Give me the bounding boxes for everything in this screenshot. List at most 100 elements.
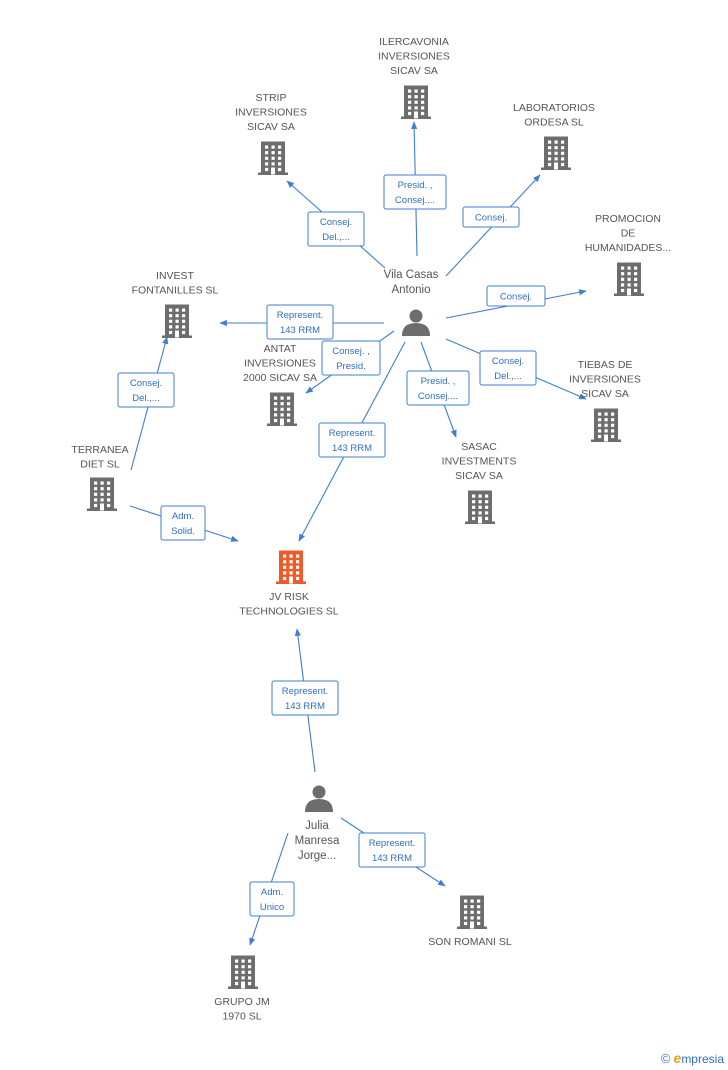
- node-label: FONTANILLES SL: [132, 285, 219, 297]
- node-label: Julia: [305, 820, 329, 832]
- node-label: SICAV SA: [581, 388, 629, 400]
- edge-label-box: [307, 211, 365, 247]
- node-label: INVEST: [156, 270, 195, 282]
- edge-label-text: Consej.: [475, 213, 507, 224]
- edge-label-text: 143 RRM: [372, 853, 412, 864]
- node-julia[interactable]: JuliaManresaJorge...: [295, 785, 340, 863]
- edge-label-text: Solid.: [171, 526, 195, 537]
- node-tiebas[interactable]: TIEBAS DE INVERSIONES SICAV SA: [569, 359, 641, 442]
- edge-label-text: Consej.: [130, 378, 162, 389]
- building-icon: [465, 490, 495, 524]
- building-icon: [401, 85, 431, 119]
- edge-label-text: 143 RRM: [285, 701, 325, 712]
- edge-terranea-to-jvrisk: Adm. Solid.: [129, 505, 239, 542]
- node-label: INVESTMENTS: [442, 456, 517, 468]
- node-jvrisk[interactable]: JV RISK TECHNOLOGIES SL: [239, 550, 339, 618]
- edge-label-box: [406, 370, 470, 406]
- node-label: SASAC: [461, 441, 497, 453]
- node-label: TECHNOLOGIES SL: [239, 606, 338, 618]
- node-label: Jorge...: [298, 850, 336, 862]
- node-label: 2000 SICAV SA: [243, 372, 317, 384]
- edge-label-text: Consej....: [418, 391, 458, 402]
- node-label: Vila Casas: [384, 269, 439, 281]
- node-label: STRIP: [256, 92, 287, 104]
- brand-name: mpresia: [681, 1052, 724, 1066]
- building-icon: [267, 392, 297, 426]
- node-label: ANTAT: [264, 343, 297, 355]
- edge-vila-to-invest: Represent. 143 RRM: [219, 304, 384, 340]
- edge-label-box: [117, 372, 175, 408]
- edge-vila-to-tiebas: Consej. Del.,...: [445, 338, 587, 400]
- building-icon: [541, 136, 571, 170]
- node-label: 1970 SL: [222, 1011, 261, 1023]
- edge-label-box: [383, 174, 447, 210]
- node-grupojm[interactable]: GRUPO JM 1970 SL: [214, 955, 270, 1023]
- copyright-symbol: ©: [660, 1051, 671, 1066]
- building-icon: [162, 304, 192, 338]
- edge-label-text: 143 RRM: [280, 325, 320, 336]
- edge-label-text: Consej.: [500, 292, 532, 303]
- building-icon: [457, 895, 487, 929]
- node-label: DIET SL: [80, 459, 120, 471]
- edge-vila-to-promocion: Consej.: [445, 285, 587, 319]
- node-label: JV RISK: [269, 591, 309, 603]
- node-sonromani[interactable]: SON ROMANI SL: [428, 895, 512, 949]
- node-terranea[interactable]: TERRANEA DIET SL: [71, 444, 129, 511]
- edge-label-text: Adm.: [172, 511, 194, 522]
- edge-label-box: [318, 422, 386, 458]
- edge-vila-to-ilercavonia: Presid. , Consej....: [383, 121, 447, 257]
- node-label: INVERSIONES: [569, 374, 641, 386]
- node-invest[interactable]: INVEST FONTANILLES SL: [132, 270, 219, 338]
- node-label: GRUPO JM: [214, 996, 269, 1008]
- edge-label-text: Presid. ,: [398, 180, 433, 191]
- edge-vila-to-laboratorios: Consej.: [445, 174, 541, 277]
- node-label: DE: [621, 228, 636, 240]
- node-label: Manresa: [295, 835, 340, 847]
- edge-label-text: Represent.: [329, 428, 375, 439]
- edge-label-text: Del.,...: [132, 393, 159, 404]
- footer-brand: ©empresia: [661, 1050, 724, 1066]
- edge-label-box: [266, 304, 334, 340]
- edge-vila-to-strip: Consej.Del.,...: [286, 180, 386, 269]
- node-label: ILERCAVONIA: [379, 36, 449, 48]
- node-label: TERRANEA: [71, 444, 128, 456]
- edge-julia-to-sonromani: Represent.143 RRM: [340, 817, 446, 887]
- edges-layer: Presid. , Consej.... Consej. Del.,... Consej…: [117, 121, 587, 946]
- person-icon: [305, 785, 333, 812]
- edge-label-text: Presid. ,: [421, 376, 456, 387]
- node-label: INVERSIONES: [235, 107, 307, 119]
- edge-label-box: [321, 340, 381, 376]
- edge-label-text: Del.,...: [494, 371, 521, 382]
- building-icon: [276, 550, 306, 584]
- edge-vila-to-jvrisk: Represent. 143 RRM: [298, 341, 406, 542]
- edge-label-text: Del.,...: [322, 232, 349, 243]
- edge-label-box: [249, 881, 295, 917]
- node-promocion[interactable]: PROMOCION DE HUMANIDADES...: [585, 213, 671, 296]
- edge-label-box: [486, 285, 546, 307]
- edge-label-text: Represent.: [277, 310, 323, 321]
- edge-label-text: 143 RRM: [332, 443, 372, 454]
- node-label: HUMANIDADES...: [585, 242, 671, 254]
- building-icon: [591, 408, 621, 442]
- edge-julia-to-grupojm: Adm.Unico: [249, 832, 295, 946]
- edge-label-text: Represent.: [282, 686, 328, 697]
- edge-terranea-to-invest: Consej. Del.,...: [117, 336, 175, 471]
- edge-label-text: Consej....: [395, 195, 435, 206]
- edge-label-text: Presid.: [336, 361, 366, 372]
- edge-label-text: Consej.: [492, 356, 524, 367]
- edge-label-box: [358, 832, 426, 868]
- node-label: SICAV SA: [390, 65, 438, 77]
- person-icon: [402, 309, 430, 336]
- node-label: ORDESA SL: [524, 117, 584, 129]
- node-label: TIEBAS DE: [578, 359, 633, 371]
- edge-label-text: Adm.: [261, 887, 283, 898]
- node-label: PROMOCION: [595, 213, 661, 225]
